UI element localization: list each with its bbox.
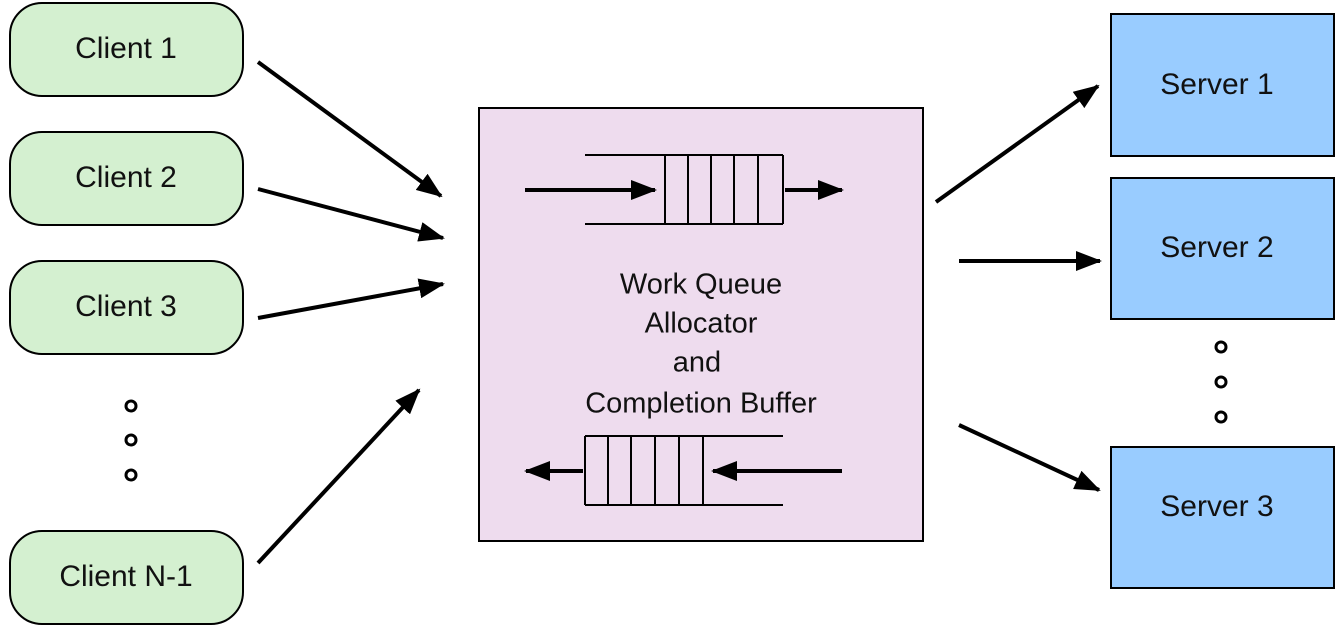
client-node-3: Client 3	[9, 260, 244, 355]
ellipsis-dot	[124, 399, 138, 413]
allocator-node: Work Queue Allocator and Completion Buff…	[478, 107, 924, 542]
client-label: Client N-1	[59, 560, 192, 593]
server-box	[1110, 446, 1335, 589]
ellipsis-dot	[1214, 410, 1228, 424]
allocator-label-line-1: Work Queue	[620, 269, 782, 301]
arrow-allocator-to-server3	[958, 423, 1101, 492]
allocator-box	[478, 107, 924, 542]
arrow-allocator-to-server1	[934, 84, 1100, 204]
server-node-2: Server 2	[1110, 177, 1335, 320]
client-label: Client 3	[75, 290, 177, 323]
client-node-2: Client 2	[9, 131, 244, 226]
ellipsis-dot	[1214, 375, 1228, 389]
work-queue-top	[525, 154, 844, 225]
client-label: Client 1	[75, 32, 177, 65]
allocator-label-line-2: Allocator	[645, 308, 758, 340]
ellipsis-dot	[124, 433, 138, 447]
client-arrows	[256, 60, 445, 565]
ellipsis-dot	[124, 468, 138, 482]
client-box	[9, 2, 244, 97]
server-label: Server 1	[1160, 68, 1273, 101]
client-box	[9, 260, 244, 355]
server-label: Server 2	[1160, 231, 1273, 264]
server-label: Server 3	[1160, 490, 1273, 523]
arrow-client2-to-allocator	[257, 187, 445, 242]
client-ellipsis	[124, 399, 138, 482]
server-node-3: Server 3	[1110, 446, 1335, 589]
arrow-clientn1-to-allocator	[256, 388, 421, 565]
server-box	[1110, 177, 1335, 320]
server-box	[1110, 13, 1335, 157]
server-arrows	[934, 84, 1102, 492]
arrow-client3-to-allocator	[257, 278, 445, 320]
client-label: Client 2	[75, 161, 177, 194]
allocator-label-line-4: Completion Buffer	[585, 388, 817, 420]
client-node-n-1: Client N-1	[9, 530, 244, 625]
client-box	[9, 131, 244, 226]
completion-buffer-bottom	[524, 435, 842, 506]
server-node-1: Server 1	[1110, 13, 1335, 157]
client-box	[9, 530, 244, 625]
server-ellipsis	[1214, 340, 1228, 424]
arrow-client1-to-allocator	[256, 60, 443, 198]
allocator-label-line-3: and	[673, 347, 721, 379]
ellipsis-dot	[1214, 340, 1228, 354]
client-node-1: Client 1	[9, 2, 244, 97]
